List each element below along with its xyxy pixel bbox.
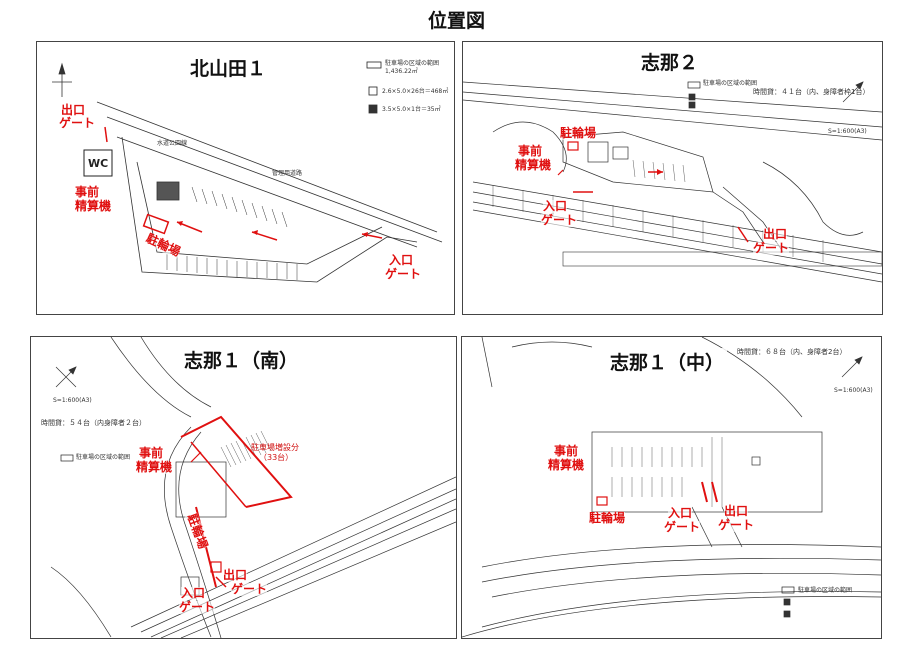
shina1-mid-title: 志那１（中） xyxy=(607,348,728,375)
kitayamada-prepay-2: 精算機 xyxy=(75,199,112,213)
shina1-south-prepay-1: 事前 xyxy=(139,446,164,460)
panel-shina2: 志那２ 駐車場の区域の範囲 時間貸：４１台（内、身障者枠1台） S=1:600(… xyxy=(462,41,883,315)
shina2-exit-gate-2: ゲート xyxy=(753,241,790,255)
kitayamada-legend-1: 駐車場の区域の範囲 xyxy=(385,60,440,67)
shina2-bike-label: 駐輪場 xyxy=(560,126,597,140)
kitayamada-wc-label: WC xyxy=(88,157,109,170)
shina2-prepay-1: 事前 xyxy=(518,144,543,158)
shina1-south-expansion-1: 駐車場増設分 xyxy=(251,443,299,452)
shina1-mid-exit-gate-2: ゲート xyxy=(718,518,755,532)
shina1-south-scale: S=1:600(A3) xyxy=(53,397,92,404)
shina1-mid-entry-gate-1: 入口 xyxy=(668,506,693,520)
shina1-mid-prepay-1: 事前 xyxy=(554,444,579,458)
page-title: 位置図 xyxy=(427,10,485,32)
kitayamada-exit-gate-1: 出口 xyxy=(61,103,86,117)
kitayamada-exit-gate-2: ゲート xyxy=(59,116,96,130)
shina2-exit-gate-1: 出口 xyxy=(763,227,788,241)
shina1-south-exit-gate-1: 出口 xyxy=(223,568,248,582)
shina1-mid-legend: 駐車場の区域の範囲 xyxy=(798,587,853,594)
kitayamada-legend-3: 2.6×5.0×26台＝468㎡ xyxy=(382,88,449,95)
shina2-title: 志那２ xyxy=(638,48,702,75)
kitayamada-prepay-1: 事前 xyxy=(75,185,100,199)
shina2-map xyxy=(463,81,882,283)
kitayamada-legend-4: 3.5×5.0×1台＝35㎡ xyxy=(382,106,441,113)
shina1-south-exit-gate-2: ゲート xyxy=(231,582,268,596)
kitayamada-road-1: 水道公園線 xyxy=(157,140,188,147)
shina1-south-title: 志那１（南） xyxy=(181,346,302,373)
kitayamada-title: 北山田１ xyxy=(187,54,270,81)
shina1-south-capacity: 時間貸：５４台（内身障者２台） xyxy=(41,419,146,427)
shina2-prepay-2: 精算機 xyxy=(515,158,552,172)
kitayamada-entry-gate-2: ゲート xyxy=(385,267,422,281)
kitayamada-entry-gate-1: 入口 xyxy=(389,253,414,267)
shina1-mid-bike-label: 駐輪場 xyxy=(589,511,626,525)
panel-kitayamada: 北山田１ 駐車場の区域の範囲 1,436.22㎡ 2.6×5.0×26台＝468… xyxy=(36,41,455,315)
shina2-entry-gate-2: ゲート xyxy=(541,213,578,227)
shina1-south-expansion-2: （33台） xyxy=(259,453,294,462)
shina1-mid-map xyxy=(462,337,881,638)
kitayamada-map xyxy=(52,61,443,283)
shina1-mid-entry-gate-2: ゲート xyxy=(664,520,701,534)
kitayamada-road-2: 管理用道路 xyxy=(272,170,303,177)
shina2-legend: 駐車場の区域の範囲 xyxy=(703,80,758,87)
shina1-south-prepay-2: 精算機 xyxy=(136,460,173,474)
panel-shina1-south: 志那１（南） S=1:600(A3) 時間貸：５４台（内身障者２台） 駐車場の区… xyxy=(30,336,457,639)
kitayamada-legend-2: 1,436.22㎡ xyxy=(385,68,418,75)
shina2-capacity: 時間貸：４１台（内、身障者枠1台） xyxy=(753,88,870,96)
shina1-mid-capacity: 時間貸：６８台（内、身障者2台） xyxy=(737,348,847,356)
shina1-mid-prepay-2: 精算機 xyxy=(548,458,585,472)
panel-shina1-mid: 志那１（中） 時間貸：６８台（内、身障者2台） S=1:600(A3) 駐車場の… xyxy=(461,336,882,639)
shina1-south-entry-gate-1: 入口 xyxy=(181,586,206,600)
shina2-entry-gate-1: 入口 xyxy=(543,199,568,213)
shina1-south-entry-gate-2: ゲート xyxy=(179,600,216,614)
shina1-mid-exit-gate-1: 出口 xyxy=(724,504,749,518)
shina1-south-legend: 駐車場の区域の範囲 xyxy=(76,454,131,461)
shina2-scale: S=1:600(A3) xyxy=(828,128,867,135)
shina1-mid-scale: S=1:600(A3) xyxy=(834,387,873,394)
